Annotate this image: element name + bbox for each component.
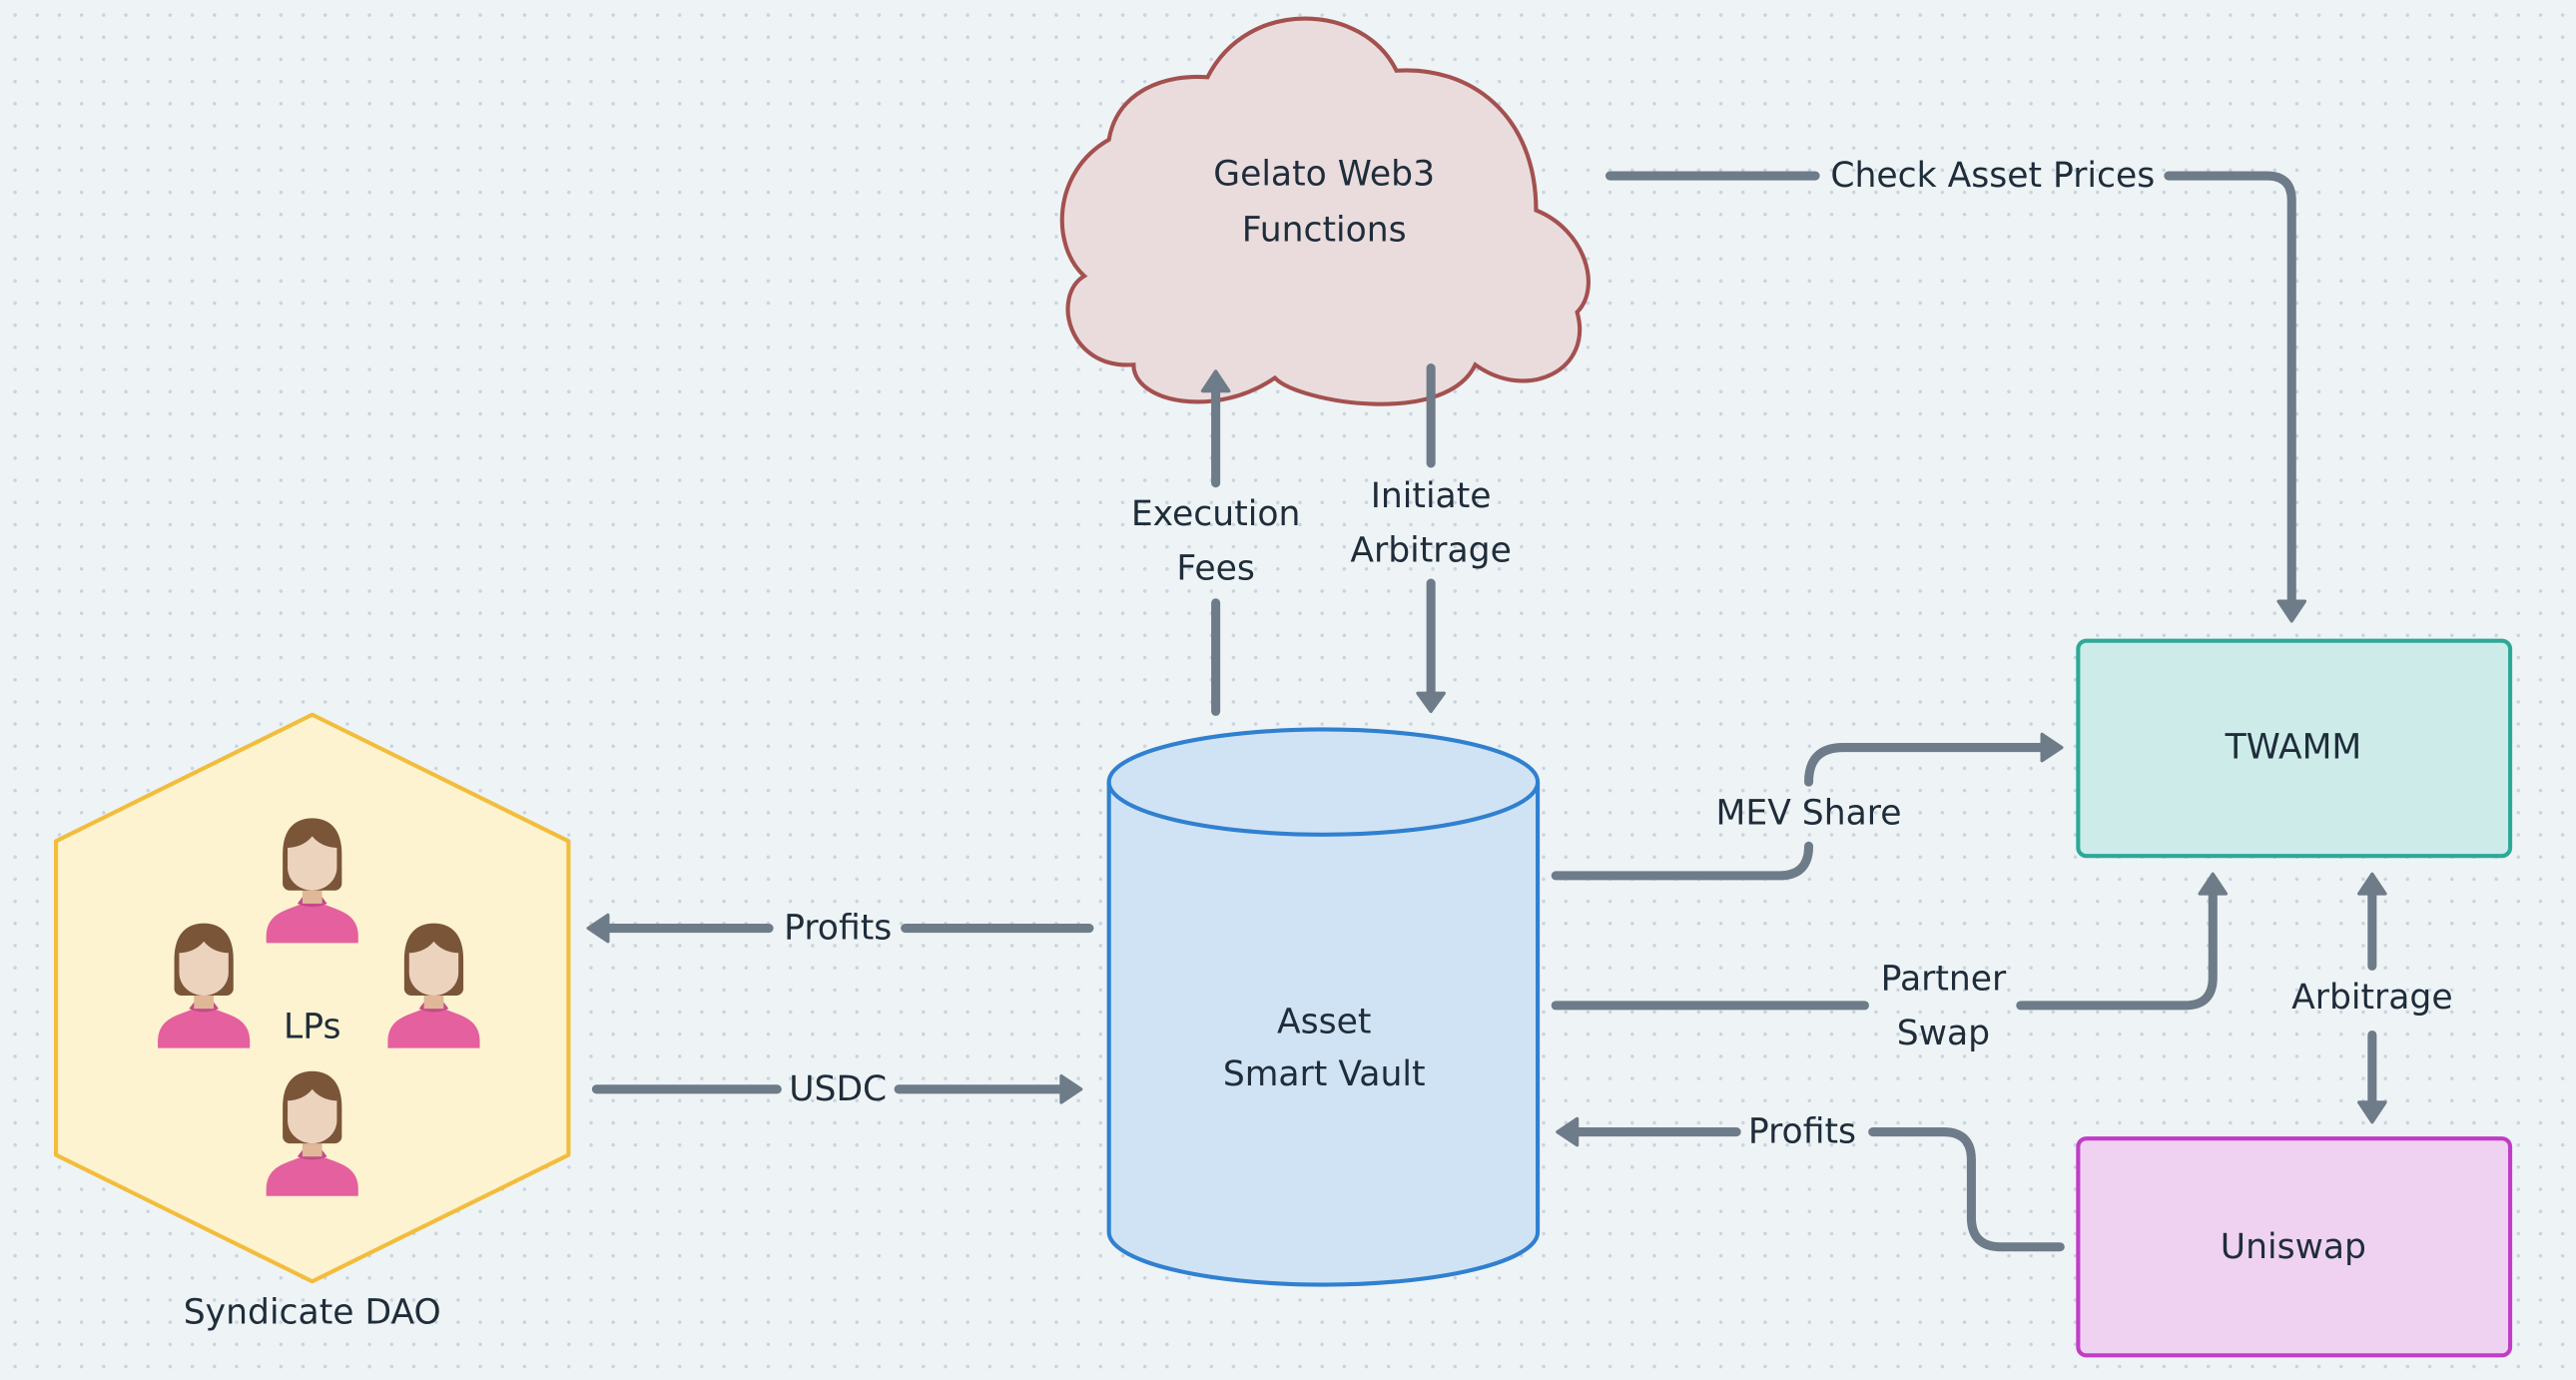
- edge-label-line-1: Partner: [1881, 960, 2007, 1000]
- arrow-head-icon: [1416, 691, 1446, 714]
- lps-node[interactable]: LPs Syndicate DAO: [54, 712, 571, 1333]
- edge-label-line-1: Execution: [1131, 494, 1301, 534]
- uniswap-label: Uniswap: [2221, 1227, 2366, 1267]
- cylinder-body: [1106, 782, 1541, 1287]
- syndicate-dao-caption: Syndicate DAO: [184, 1293, 441, 1333]
- arrow-head-icon: [2040, 732, 2064, 763]
- twamm-label: TWAMM: [2225, 728, 2362, 768]
- edge-label: Arbitrage: [2291, 978, 2452, 1018]
- arrow-head-icon: [1556, 1116, 1580, 1147]
- arrow-head-icon: [2198, 872, 2229, 896]
- arrow-head-icon: [586, 913, 610, 944]
- edge-partner-swap[interactable]: Partner Swap: [1551, 872, 2229, 1053]
- vault-label-line-1: Asset: [1277, 1002, 1371, 1041]
- edge-check-asset-prices[interactable]: Check Asset Prices: [1605, 156, 2307, 623]
- edge-profits-uniswap[interactable]: Profits: [1556, 1112, 2065, 1252]
- arrow-head-icon: [2357, 1100, 2387, 1124]
- edge-label-line-1: Initiate: [1371, 476, 1492, 516]
- cylinder-top: [1106, 727, 1541, 837]
- edge-mev-share[interactable]: MEV Share: [1551, 732, 2064, 881]
- twamm-box: [2076, 638, 2513, 859]
- twamm-node[interactable]: TWAMM: [2076, 638, 2513, 859]
- edge-label-line-2: Arbitrage: [1350, 530, 1511, 570]
- edge-usdc[interactable]: USDC: [591, 1069, 1083, 1109]
- asset-smart-vault-node[interactable]: Asset Smart Vault: [1106, 727, 1541, 1287]
- hexagon-shape: [54, 712, 571, 1284]
- edge-initiate-arbitrage[interactable]: Initiate Arbitrage: [1350, 363, 1512, 714]
- edge-label-line-2: Fees: [1176, 548, 1255, 588]
- arrow-head-icon: [2357, 872, 2387, 896]
- gelato-label-line-2: Functions: [1242, 210, 1407, 250]
- gelato-label-line-1: Gelato Web3: [1213, 155, 1435, 195]
- edge-label: Profits: [784, 909, 892, 949]
- arrow-head-icon: [1059, 1073, 1083, 1104]
- uniswap-box: [2076, 1136, 2513, 1358]
- edge-execution-fees[interactable]: Execution Fees: [1131, 369, 1301, 716]
- gelato-web3-functions-node[interactable]: Gelato Web3 Functions: [1059, 16, 1591, 406]
- arrow-head-icon: [2276, 599, 2307, 623]
- edge-label-line-2: Swap: [1897, 1014, 1990, 1053]
- edge-label: MEV Share: [1716, 794, 1902, 834]
- uniswap-node[interactable]: Uniswap: [2076, 1136, 2513, 1358]
- arrow-head-icon: [1200, 369, 1231, 393]
- lps-label: LPs: [284, 1007, 340, 1046]
- vault-label-line-2: Smart Vault: [1223, 1054, 1426, 1094]
- edge-label: USDC: [789, 1069, 887, 1109]
- edge-arbitrage[interactable]: Arbitrage: [2291, 872, 2453, 1124]
- edge-label: Profits: [1748, 1112, 1856, 1152]
- edge-profits-lps[interactable]: Profits: [586, 909, 1094, 949]
- edge-label: Check Asset Prices: [1830, 156, 2155, 196]
